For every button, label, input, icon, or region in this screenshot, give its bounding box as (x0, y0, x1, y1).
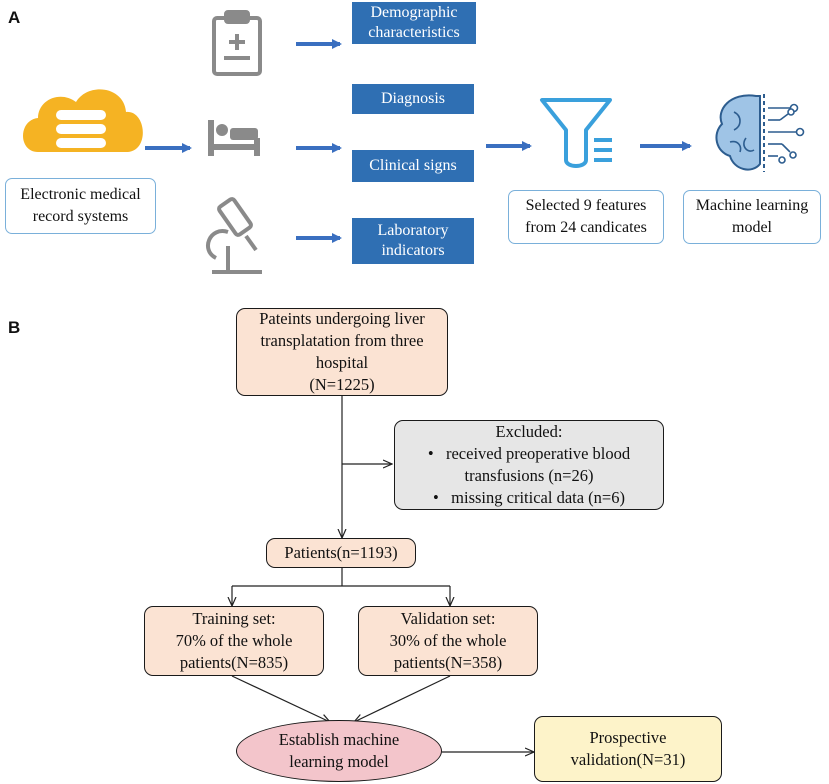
category-line: Clinical signs (369, 157, 457, 174)
panel-b-label: B (8, 318, 21, 337)
validation-line: Validation set: (400, 609, 496, 628)
category-clinical-signs: Clinical signs (352, 150, 474, 182)
model-line: Machine learning (695, 197, 809, 214)
enrolled-line: (N=1225) (309, 375, 375, 394)
establish-model-ellipse: Establish machine learning model (236, 720, 442, 782)
feature-selection-box: Selected 9 features from 24 candicates (508, 190, 664, 244)
ml-model-box: Machine learning model (683, 190, 821, 244)
excluded-item: • missing critical data (n=6) (433, 488, 625, 507)
excluded-box: Excluded: • received preoperative blood … (394, 420, 664, 510)
category-line: Laboratory (377, 222, 449, 239)
category-diagnosis: Diagnosis (352, 84, 474, 114)
establish-line: Establish machine (278, 730, 400, 749)
training-set-box: Training set: 70% of the whole patients(… (144, 606, 324, 676)
excluded-title: Excluded: (495, 422, 563, 441)
panel-a-arrows (145, 39, 692, 243)
category-demographic: Demographic characteristics (352, 2, 476, 44)
excluded-item-line: transfusions (n=26) (464, 466, 594, 485)
hospital-bed-icon (208, 120, 260, 156)
source-line: record systems (32, 208, 129, 225)
establish-line: learning model (289, 752, 389, 771)
prospective-line: Prospective (589, 728, 667, 747)
selection-line: Selected 9 features (525, 197, 647, 214)
prospective-line: validation(N=31) (570, 750, 686, 769)
panel-a-label: A (8, 8, 21, 27)
category-laboratory: Laboratory indicators (352, 218, 474, 264)
model-line: model (732, 219, 772, 236)
cloud-database-icon (23, 89, 143, 152)
training-line: Training set: (192, 609, 276, 628)
prospective-validation-box: Prospective validation(N=31) (534, 716, 722, 782)
training-line: 70% of the whole (175, 631, 293, 650)
training-line: patients(N=835) (179, 653, 289, 672)
brain-ai-icon (715, 94, 805, 172)
selection-line: from 24 candicates (525, 219, 647, 236)
validation-set-box: Validation set: 30% of the whole patient… (358, 606, 538, 676)
clipboard-icon (212, 10, 262, 76)
excluded-item-line: missing critical data (n=6) (451, 488, 625, 507)
microscope-icon (206, 197, 262, 274)
source-line: Electronic medical (20, 186, 141, 203)
category-line: Diagnosis (381, 90, 445, 107)
validation-line: 30% of the whole (389, 631, 507, 650)
excluded-item: • received preoperative blood (427, 444, 631, 463)
enrolled-patients-box: Pateints undergoing liver transplatation… (236, 308, 448, 396)
source-box: Electronic medical record systems (5, 178, 156, 234)
enrolled-line: transplatation from three (260, 331, 424, 350)
validation-line: patients(N=358) (393, 653, 503, 672)
patients-box: Patients(n=1193) (266, 538, 416, 568)
category-line: indicators (381, 242, 445, 259)
excluded-item-line: received preoperative blood (445, 444, 631, 463)
filter-funnel-icon (540, 98, 612, 168)
enrolled-line: Pateints undergoing liver (259, 309, 425, 328)
enrolled-line: hospital (315, 353, 369, 372)
patients-count: Patients(n=1193) (284, 543, 398, 562)
category-line: characteristics (368, 24, 460, 41)
panel-b-connectors (232, 396, 534, 752)
category-line: Demographic (370, 4, 458, 21)
